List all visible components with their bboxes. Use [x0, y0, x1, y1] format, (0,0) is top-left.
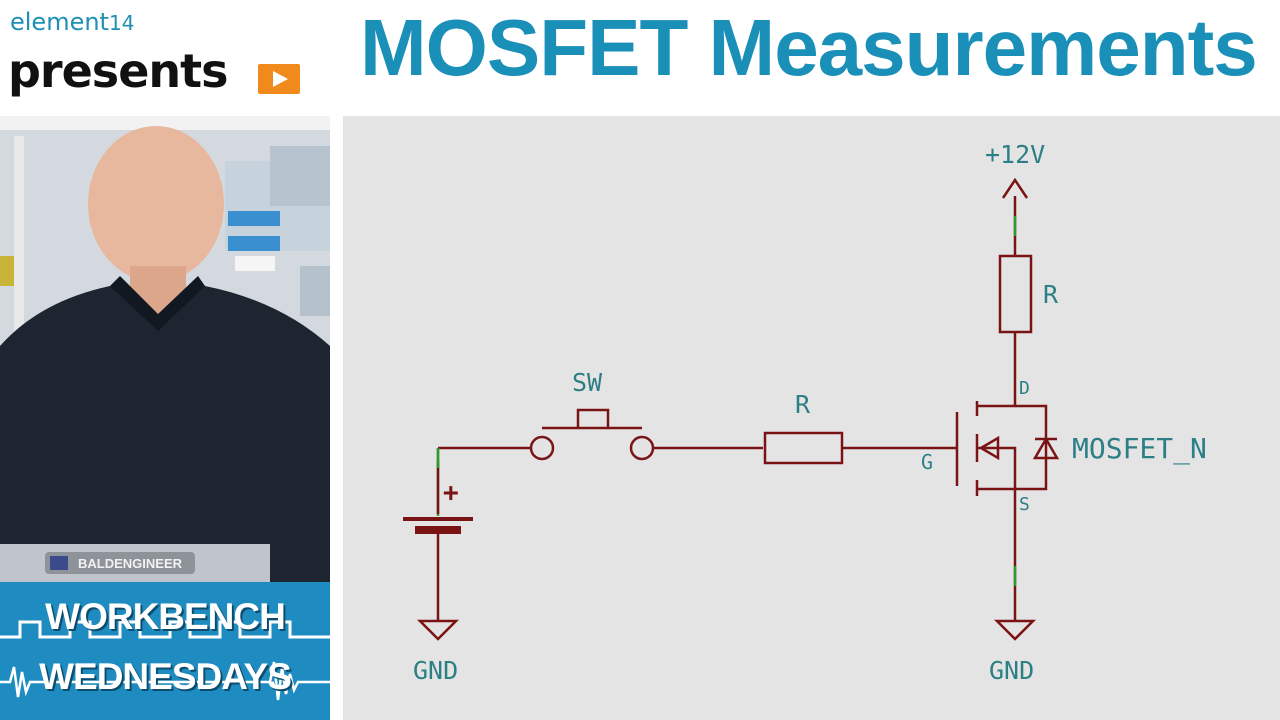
schematic-wiring: [403, 177, 1060, 641]
supply-arrow: [1001, 177, 1029, 199]
laptop-sticker: BALDENGINEER: [78, 556, 183, 571]
mosfet-label: MOSFET_N: [1072, 432, 1207, 465]
drain-resistor: [998, 254, 1033, 334]
waveform-decoration: [0, 620, 330, 701]
switch-actuator: [542, 408, 642, 430]
banner-line-1: WORKBENCH: [45, 596, 286, 637]
gate-pin-label: G: [921, 450, 934, 474]
battery-plus-label: +: [443, 478, 459, 508]
drain-resistor-label: R: [1043, 280, 1059, 309]
source-pin-label: S: [1019, 494, 1030, 515]
schematic-diagram: +12V R R SW MOSFET_N G D S + GND GND: [343, 116, 1280, 720]
ground-left-symbol: [416, 619, 460, 641]
mosfet-source-lead: [977, 487, 1017, 621]
mosfet-arrow: [978, 435, 1000, 461]
drain-pin-label: D: [1019, 378, 1030, 399]
brand-logo: element14 presents: [0, 0, 330, 116]
ground-right-label: GND: [989, 656, 1035, 685]
switch-contact-right: [629, 435, 655, 461]
mosfet-drain-lead: [977, 331, 1017, 408]
ground-left-label: GND: [413, 656, 459, 685]
brand-presents: presents: [8, 44, 229, 98]
gate-resistor-label: R: [795, 390, 811, 419]
battery-plate-short: [415, 526, 461, 534]
mosfet-body-lead: [977, 446, 1017, 489]
switch-contact-left: [529, 435, 555, 461]
brand-element-text: element: [10, 8, 109, 36]
gate-resistor: [763, 431, 844, 465]
switch-label: SW: [572, 368, 603, 397]
body-diode-wiring: [1015, 404, 1048, 491]
presenter-video: BALDENGINEER: [0, 116, 330, 582]
ground-right-symbol: [993, 619, 1037, 641]
body-diode: [1032, 436, 1060, 460]
supply-label: +12V: [985, 140, 1046, 169]
brand-element14: element14: [10, 8, 134, 36]
page-title: MOSFET Measurements: [360, 3, 1258, 92]
banner-line-2: WEDNESDAYS: [39, 656, 292, 697]
play-icon: [258, 64, 300, 94]
presenter-scene: [0, 116, 330, 582]
brand-14-text: 14: [108, 11, 135, 35]
show-banner: WORKBENCH WEDNESDAYS: [0, 582, 330, 720]
